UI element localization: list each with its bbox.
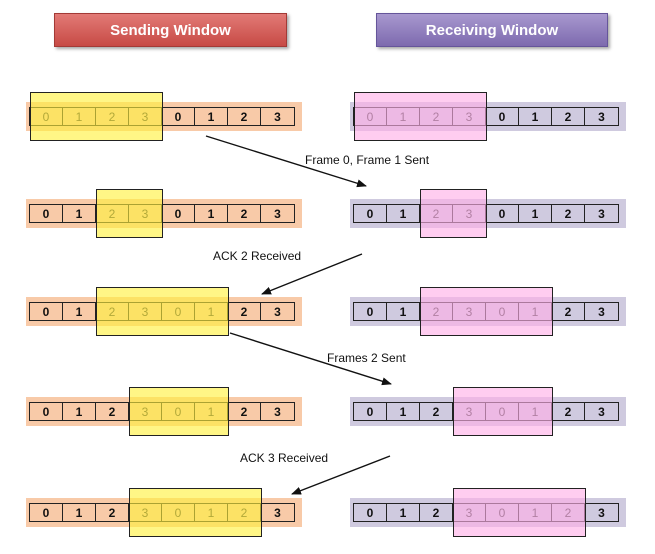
frame-cell: 2 [552,108,585,125]
frame-cell: 1 [63,303,96,320]
event-arrow-3 [229,332,392,386]
receiving-window-box [420,189,487,238]
event-label-2: ACK 2 Received [213,249,302,263]
frame-cell: 0 [30,303,63,320]
frame-cell: 2 [96,403,129,420]
frame-cell: 3 [598,404,605,419]
frame-cell: 0 [354,303,387,320]
event-label-4: ACK 3 Received [240,451,329,465]
receiving-window-box [453,488,586,537]
frame-cell: 3 [598,304,605,319]
frame-cell: 1 [195,108,228,125]
sending-window-box [96,287,229,336]
frame-cell: 1 [387,205,420,222]
frame-cell: 0 [354,504,387,521]
frame-cell: 0 [30,403,63,420]
sending-window-box [129,488,262,537]
receiving-window-box [420,287,553,336]
frame-cell: 3 [598,109,605,124]
event-label-3: Frames 2 Sent [327,351,406,365]
frame-cell: 0 [30,205,63,222]
frame-cell: 1 [387,504,420,521]
frame-cell: 1 [63,504,96,521]
frame-cell: 1 [195,205,228,222]
frame-cell: 1 [63,403,96,420]
sending-window-box [129,387,229,436]
receiving-window-box [354,92,487,141]
frame-cell: 3 [274,304,281,319]
frame-cell: 2 [228,303,261,320]
frame-cell: 2 [552,303,585,320]
sending-window-box [96,189,163,238]
sending-window-box [30,92,163,141]
frame-cell: 1 [387,403,420,420]
receiving-window-header: Receiving Window [376,13,608,47]
frame-cell: 0 [162,108,195,125]
frame-cell: 2 [420,403,453,420]
frame-cell: 0 [354,403,387,420]
event-arrow-1 [205,135,367,188]
frame-cell: 1 [387,303,420,320]
frame-cell: 3 [598,206,605,221]
frame-cell: 0 [486,108,519,125]
frame-cell: 2 [228,108,261,125]
frame-cell: 3 [598,505,605,520]
frame-cell: 1 [63,205,96,222]
sending-window-header: Sending Window [54,13,287,47]
frame-cell: 1 [519,108,552,125]
frame-cell: 0 [162,205,195,222]
frame-cell: 0 [30,504,63,521]
frame-cell: 2 [552,403,585,420]
frame-cell: 2 [228,205,261,222]
frame-cell: 3 [274,505,281,520]
event-label-1: Frame 0, Frame 1 Sent [305,153,430,167]
frame-cell: 3 [274,206,281,221]
event-arrow-2 [261,253,363,295]
event-arrow-4 [291,455,391,495]
frame-cell: 3 [274,109,281,124]
frame-cell: 0 [354,205,387,222]
frame-cell: 1 [519,205,552,222]
frame-cell: 0 [486,205,519,222]
receiving-window-box [453,387,553,436]
frame-cell: 2 [552,205,585,222]
frame-cell: 2 [420,504,453,521]
frame-cell: 3 [274,404,281,419]
frame-cell: 2 [228,403,261,420]
frame-cell: 2 [96,504,129,521]
